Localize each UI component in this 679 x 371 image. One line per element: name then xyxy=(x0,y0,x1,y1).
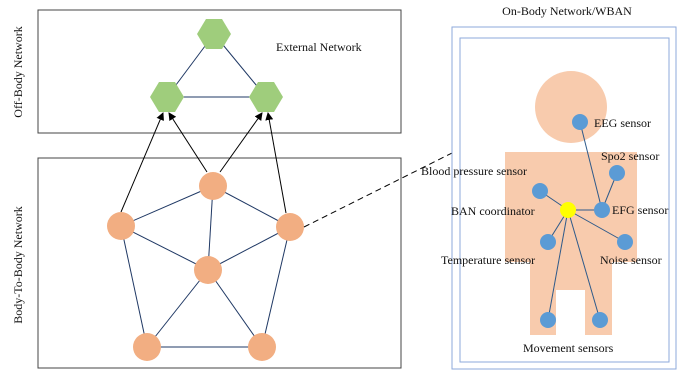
spo2-sensor-label: Spo2 sensor xyxy=(601,149,659,163)
external-node-left xyxy=(150,82,184,112)
movement-sensor-right xyxy=(592,312,608,328)
body-to-body-edges xyxy=(120,185,291,348)
spo2-sensor xyxy=(609,165,625,181)
blood-pressure-sensor xyxy=(532,183,548,199)
dashed-zoom-connector xyxy=(303,149,459,228)
noise-sensor xyxy=(617,234,633,250)
body-node-center xyxy=(194,256,222,284)
temperature-sensor xyxy=(540,234,556,250)
movement-sensors-label: Movement sensors xyxy=(523,341,614,355)
eeg-sensor xyxy=(572,114,588,130)
ban-coordinator xyxy=(560,202,576,218)
body-node-bottom-left xyxy=(133,333,161,361)
temperature-sensor-label: Temperature sensor xyxy=(441,253,535,267)
external-network-label: External Network xyxy=(276,40,362,54)
body-node-right xyxy=(276,213,304,241)
body-to-body-label: Body-To-Body Network xyxy=(11,206,25,323)
body-node-top xyxy=(199,172,227,200)
eeg-sensor-label: EEG sensor xyxy=(594,116,651,130)
external-node-top xyxy=(197,19,231,49)
uplink-arrows xyxy=(120,112,287,214)
off-body-label: Off-Body Network xyxy=(11,26,25,117)
ban-coordinator-label: BAN coordinator xyxy=(451,204,535,218)
body-node-left xyxy=(107,212,135,240)
body-head xyxy=(535,71,607,143)
blood-pressure-label: Blood pressure sensor xyxy=(421,164,527,178)
movement-sensor-left xyxy=(540,312,556,328)
efg-sensor xyxy=(594,202,610,218)
wban-title: On-Body Network/WBAN xyxy=(502,4,632,18)
external-node-right xyxy=(249,82,283,112)
noise-sensor-label: Noise sensor xyxy=(600,253,662,267)
body-node-bottom-right xyxy=(248,333,276,361)
efg-sensor-label: EFG sensor xyxy=(612,203,668,217)
